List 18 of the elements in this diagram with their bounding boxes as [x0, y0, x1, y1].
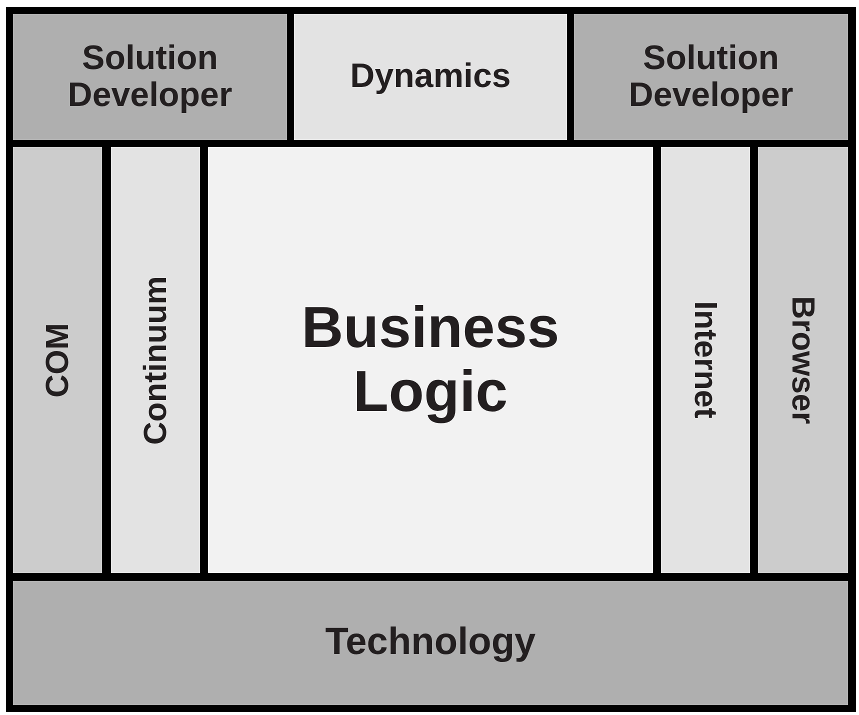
layer-block: [574, 14, 848, 140]
layer-block: [661, 147, 750, 573]
block-label: Dynamics: [350, 58, 511, 96]
layer-block: [208, 147, 653, 573]
layer-block: [758, 147, 848, 573]
block-label: Internet: [688, 301, 724, 419]
layer-block: [111, 147, 200, 573]
block-label: Browser: [785, 296, 821, 424]
layer-block: [294, 14, 567, 140]
block-label: Technology: [325, 622, 536, 664]
layer-block: [13, 14, 287, 140]
block-label: Business Logic: [300, 296, 560, 424]
block-label: COM: [40, 322, 76, 398]
layer-block: [13, 581, 848, 705]
layer-block: [13, 147, 102, 573]
block-label: Continuum: [138, 276, 174, 444]
block-label: Solution Developer: [66, 40, 234, 114]
block-label: Solution Developer: [628, 40, 794, 114]
